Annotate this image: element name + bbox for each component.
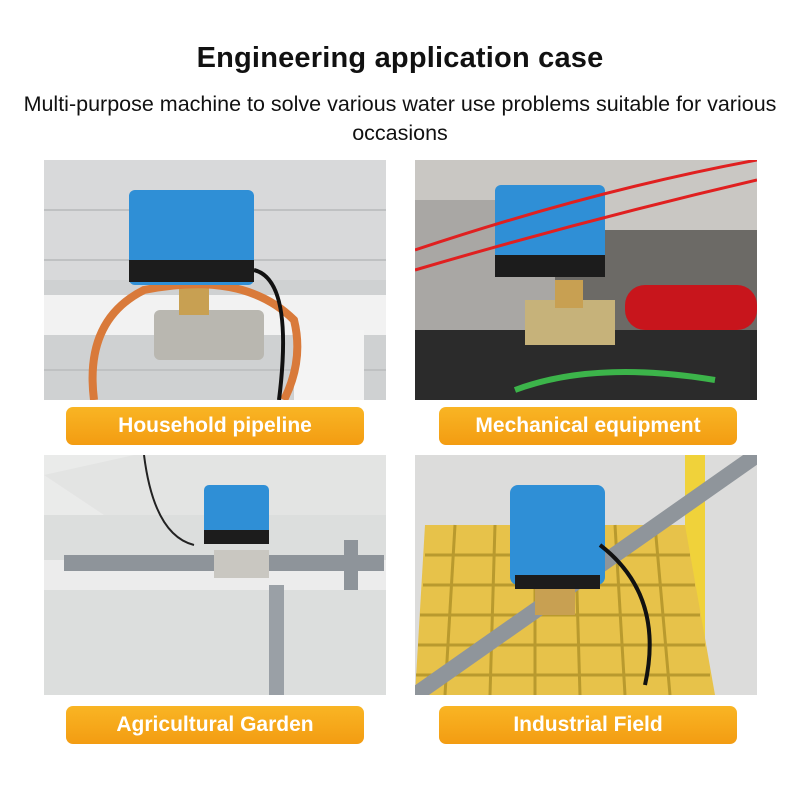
- household-pipeline-photo: [44, 160, 386, 400]
- page-title: Engineering application case: [196, 42, 604, 74]
- case-label-industrial-field: Industrial Field: [439, 706, 737, 744]
- mechanical-equipment-photo: [415, 160, 757, 400]
- case-label-agricultural-garden: Agricultural Garden: [66, 706, 364, 744]
- case-label-household-pipeline: Household pipeline: [66, 407, 364, 445]
- page-subtitle: Multi-purpose machine to solve various w…: [23, 92, 777, 145]
- industrial-field-photo: [415, 455, 757, 695]
- case-label-mechanical-equipment: Mechanical equipment: [439, 407, 737, 445]
- agricultural-garden-photo: [44, 455, 386, 695]
